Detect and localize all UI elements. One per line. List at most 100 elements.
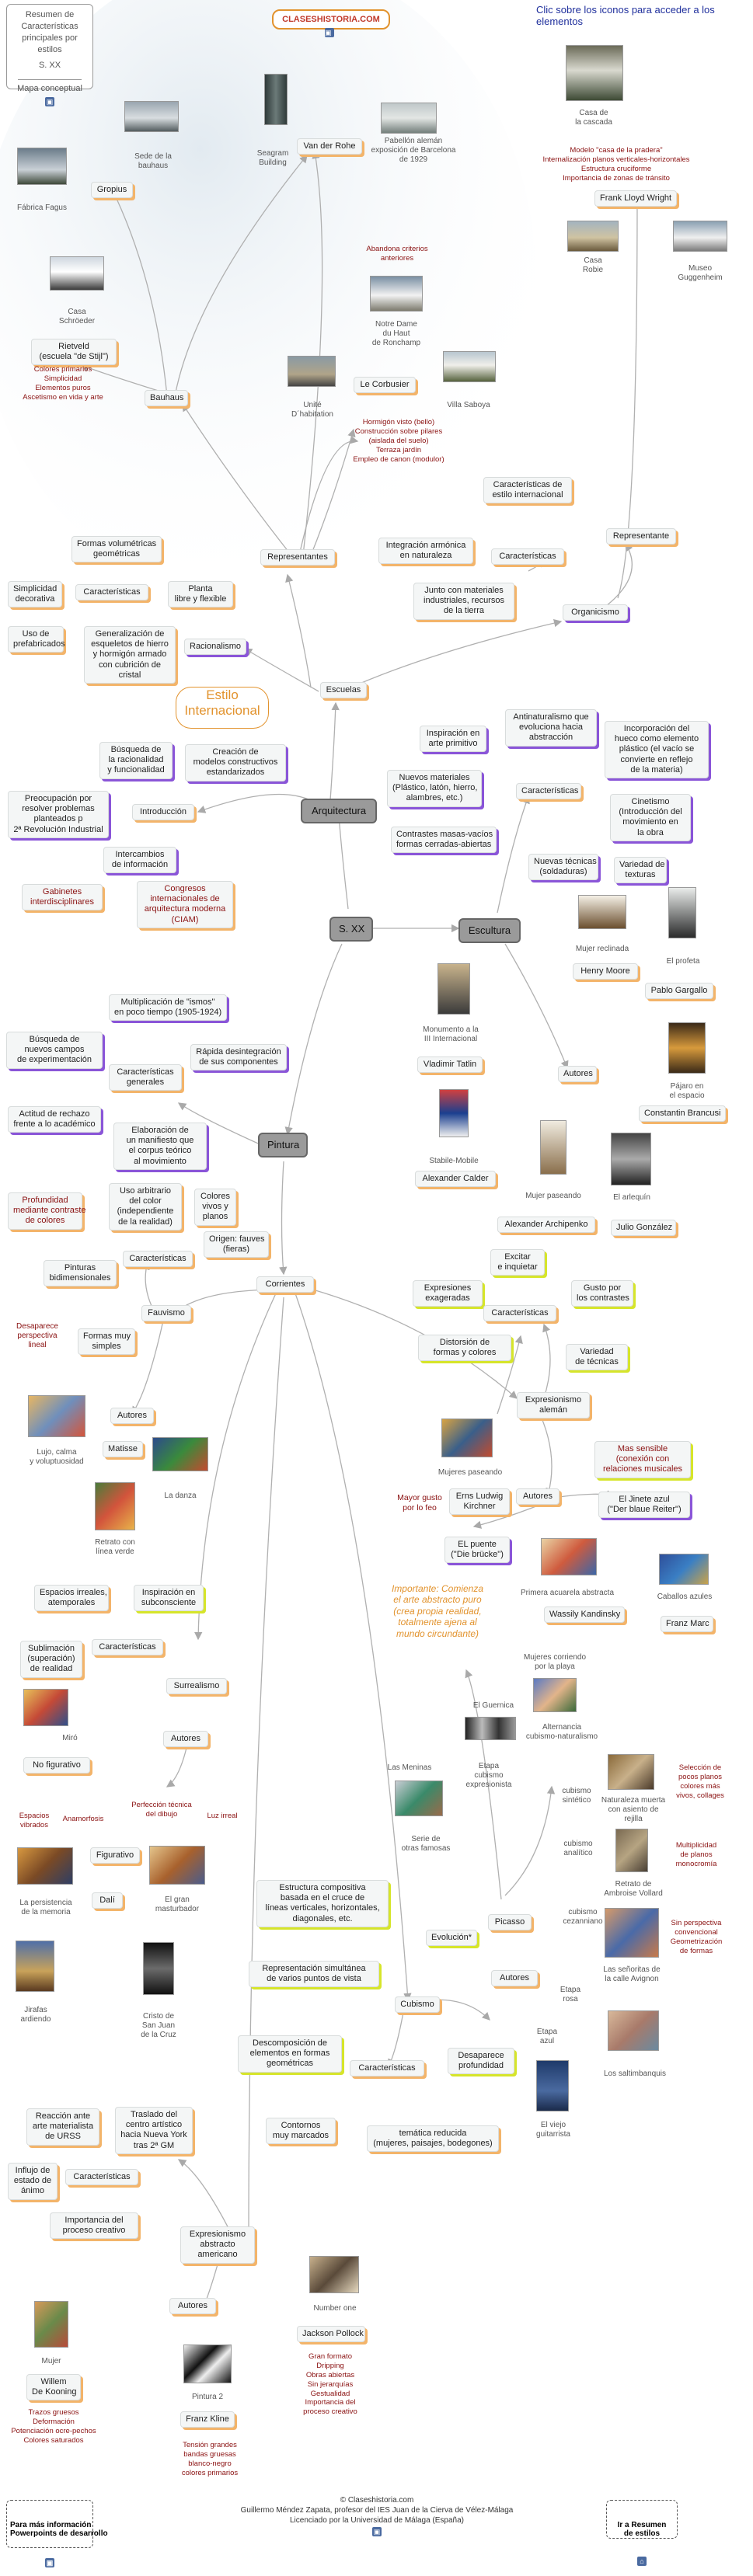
racionalismo-node[interactable]: Racionalismo (184, 639, 246, 656)
naturaleza-image[interactable] (608, 1754, 654, 1790)
estructura-node[interactable]: Estructura compositiva basada en el cruc… (256, 1880, 389, 1927)
miro-image[interactable] (23, 1689, 68, 1726)
henry-moore-node[interactable]: Henry Moore (573, 963, 638, 980)
evolucion-node[interactable]: Evolución* (426, 1930, 477, 1947)
vladimir-node[interactable]: Vladimir Tatlin (417, 1057, 483, 1074)
autores-fauvismo[interactable]: Autores (110, 1408, 154, 1425)
no-figurativo-node[interactable]: No figurativo (23, 1757, 90, 1774)
pajaro-image[interactable] (668, 1022, 706, 1074)
representantes-node[interactable]: Representantes (260, 549, 335, 566)
intercambios-node[interactable]: Intercambios de información (103, 847, 176, 874)
autores-escultura[interactable]: Autores (558, 1066, 597, 1083)
expresiones-node[interactable]: Expresiones exageradas (413, 1280, 483, 1307)
seagram-image[interactable] (264, 74, 288, 125)
arquitectura-node[interactable]: Arquitectura (301, 799, 377, 823)
kirchner-node[interactable]: Erns Ludwig Kirchner (449, 1488, 510, 1516)
constantin-node[interactable]: Constantin Brancusi (639, 1105, 726, 1123)
variedad-tecnicas-node[interactable]: Variedad de técnicas (566, 1344, 628, 1371)
espacios-irreales-node[interactable]: Espacios irreales, atemporales (34, 1585, 109, 1612)
jinete-azul-node[interactable]: El Jinete azul ("Der blaue Reiter") (598, 1492, 690, 1519)
busqueda-campos-node[interactable]: Búsqueda de nuevos campos de experimenta… (6, 1032, 103, 1069)
unite-image[interactable] (288, 356, 336, 387)
colores-vivos-node[interactable]: Colores vivos y planos (194, 1189, 236, 1226)
cristo-image[interactable] (143, 1942, 174, 1995)
caracteristicas-escultura[interactable]: Características (516, 783, 581, 800)
inspiracion-primitivo-node[interactable]: Inspiración en arte primitivo (420, 726, 486, 753)
mujer-reclinada-image[interactable] (578, 895, 626, 929)
actitud-node[interactable]: Actitud de rechazo frente a lo académico (8, 1106, 101, 1133)
jackson-node[interactable]: Jackson Pollock (297, 2326, 365, 2343)
simplicidad-node[interactable]: Simplicidad decorativa (8, 581, 62, 608)
cinetismo-node[interactable]: Cinetismo (Introducción del movimiento e… (610, 794, 691, 841)
introduccion-node[interactable]: Introducción (132, 804, 194, 821)
excitar-node[interactable]: Excitar e inquietar (490, 1249, 545, 1276)
junto-materiales-node[interactable]: Junto con materiales industriales, recur… (413, 583, 514, 620)
matisse-node[interactable]: Matisse (103, 1441, 143, 1458)
mujer-paseando-image[interactable] (540, 1120, 566, 1175)
reaccion-node[interactable]: Reacción ante arte materialista de URSS (26, 2108, 99, 2146)
senoritas-image[interactable] (605, 1908, 659, 1958)
la-danza-image[interactable] (152, 1437, 208, 1471)
distorsion-node[interactable]: Distorsión de formas y colores (418, 1335, 511, 1362)
villa-saboya-image[interactable] (443, 351, 496, 382)
guggenheim-image[interactable] (673, 221, 727, 252)
casa-robie-image[interactable] (567, 221, 619, 252)
caracteristicas-surrealismo[interactable]: Características (92, 1639, 163, 1656)
frank-lloyd-node[interactable]: Frank Lloyd Wright (594, 190, 677, 207)
autores-abstracto[interactable]: Autores (169, 2298, 216, 2315)
bauhaus-node[interactable]: Bauhaus (145, 390, 188, 407)
descomposicion-node[interactable]: Descomposición de elementos en formas ge… (238, 2035, 342, 2073)
busqueda-racional-node[interactable]: Búsqueda de la racionalidad y funcionali… (99, 742, 173, 779)
formas-simples-node[interactable]: Formas muy simples (78, 1328, 135, 1356)
planta-libre-node[interactable]: Planta libre y flexible (168, 581, 233, 608)
representacion-node[interactable]: Representación simultánea de varios punt… (249, 1961, 379, 1988)
uso-arbitrario-node[interactable]: Uso arbitrario del color (independiente … (109, 1183, 182, 1231)
estilo-internacional[interactable]: Estilo Internacional (176, 687, 269, 729)
julio-gonzalez-node[interactable]: Julio González (611, 1220, 676, 1237)
antinaturalismo-node[interactable]: Antinaturalismo que evoluciona hacia abs… (505, 709, 597, 747)
casa-cascada-image[interactable] (566, 45, 623, 101)
contornos-node[interactable]: Contornos muy marcados (266, 2118, 336, 2145)
caracteristicas-racional[interactable]: Características (75, 584, 148, 601)
casa-schroeder-image[interactable] (50, 256, 104, 291)
kandinsky-node[interactable]: Wassily Kandinsky (544, 1607, 625, 1624)
rapida-node[interactable]: Rápida desintegración de sus componentes (190, 1044, 287, 1071)
origen-fauves-node[interactable]: Origen: fauves (fieras) (204, 1231, 269, 1258)
el-profeta-image[interactable] (668, 887, 696, 938)
van-der-rohe-node[interactable]: Van der Rohe (297, 138, 362, 155)
franz-marc-node[interactable]: Franz Marc (661, 1616, 713, 1633)
preocupacion-node[interactable]: Preocupación por resolver problemas plan… (8, 791, 109, 838)
caballos-image[interactable] (659, 1554, 709, 1585)
monumento-image[interactable] (438, 963, 470, 1015)
willem-node[interactable]: Willem De Kooning (26, 2374, 81, 2401)
mujeres-corriendo-image[interactable] (533, 1678, 577, 1712)
el-puente-node[interactable]: EL puente ("Die brücke") (444, 1537, 510, 1564)
incorporacion-node[interactable]: Incorporación del hueco como elemento pl… (605, 721, 709, 778)
pabellon-image[interactable] (381, 103, 437, 134)
el-gran-image[interactable] (149, 1846, 205, 1885)
escultura-node[interactable]: Escultura (458, 918, 521, 943)
mujeres-paseando-image[interactable] (441, 1419, 493, 1457)
saltimbanquis-image[interactable] (608, 2010, 659, 2051)
contrastes-node[interactable]: Contrastes masas-vacíos formas cerradas-… (391, 827, 497, 854)
traslado-node[interactable]: Traslado del centro artístico hacia Nuev… (115, 2107, 193, 2154)
profundidad-node[interactable]: Profundidad mediante contraste de colore… (8, 1192, 86, 1230)
corrientes-node[interactable]: Corrientes (256, 1276, 314, 1293)
sede-bauhaus-image[interactable] (124, 101, 179, 132)
caracteristicas-fauvismo[interactable]: Características (123, 1251, 193, 1268)
dali-node[interactable]: Dalí (92, 1892, 123, 1909)
escuelas-node[interactable]: Escuelas (320, 682, 367, 699)
creacion-modelos-node[interactable]: Creación de modelos constructivos estand… (185, 744, 286, 782)
gropius-node[interactable]: Gropius (91, 182, 133, 199)
rietveld-node[interactable]: Rietveld (escuela "de Stijl") (31, 339, 117, 366)
figurativo-node[interactable]: Figurativo (90, 1847, 140, 1864)
integracion-node[interactable]: Integración armónica en naturaleza (378, 538, 473, 565)
fabrica-fagus-image[interactable] (17, 148, 67, 185)
tematica-node[interactable]: temática reducida (mujeres, paisajes, bo… (367, 2125, 499, 2153)
expr-abstracto-node[interactable]: Expresionismo abstracto americano (180, 2226, 255, 2264)
franz-kline-node[interactable]: Franz Kline (180, 2411, 235, 2428)
expresionismo-node[interactable]: Expresionismo alemán (517, 1392, 590, 1419)
monitor-icon[interactable]: ▣ (325, 28, 334, 37)
caracteristicas-cubismo[interactable]: Características (350, 2060, 424, 2077)
multiplicacion-node[interactable]: Multiplicación de "ismos" en poco tiempo… (109, 994, 227, 1022)
